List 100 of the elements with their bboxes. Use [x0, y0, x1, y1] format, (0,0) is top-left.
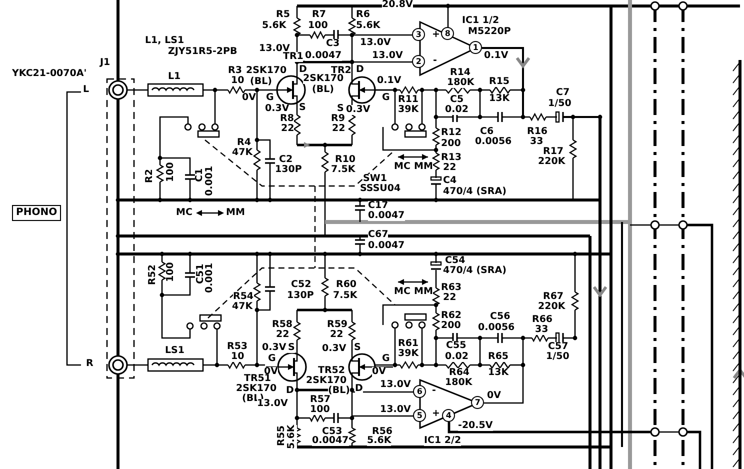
component-value: 100 — [308, 21, 328, 31]
terminal-letter: G — [266, 93, 274, 103]
voltage-reading: -20.5V — [458, 421, 493, 431]
component-reference: TR1 — [283, 52, 304, 62]
component-value: 2SK170 — [303, 74, 344, 84]
component-value: 0.02 — [445, 105, 468, 115]
component-reference: LS1 — [165, 346, 185, 356]
component-reference: J1 — [100, 58, 110, 68]
component-reference: R9 — [331, 114, 345, 124]
component-reference: R15 — [489, 77, 510, 87]
polarity-sign: + — [432, 409, 440, 419]
component-value: 0.0047 — [368, 211, 405, 221]
component-value: 47K — [232, 302, 253, 312]
pin-number: 5 — [413, 409, 426, 422]
component-reference: R54 — [233, 292, 254, 302]
component-value: 180K — [447, 78, 474, 88]
voltage-reading: 0.1V — [484, 51, 508, 61]
component-reference: C56 — [490, 312, 510, 322]
component-reference: R57 — [310, 395, 331, 405]
terminal-letter: D — [299, 65, 307, 75]
component-reference: R56 — [372, 427, 393, 437]
component-value: 5.6K — [356, 21, 380, 31]
component-value: (BL) — [250, 77, 272, 87]
component-value: 470/4 (SRA) — [443, 266, 506, 276]
component-value: 5.6K — [262, 21, 286, 31]
component-value: ZJY51R5-2PB — [168, 47, 238, 57]
voltage-reading: 0.1V — [377, 76, 402, 86]
component-value: 1/50 — [546, 352, 570, 362]
component-value: 220K — [538, 302, 566, 312]
component-value: SSSU04 — [360, 184, 401, 194]
component-value: 2SK170 — [306, 376, 347, 386]
component-reference: R63 — [441, 283, 462, 293]
component-reference: IC1 1/2 — [462, 16, 500, 26]
terminal-letter: D — [286, 386, 294, 396]
component-value: 0.0047 — [312, 436, 349, 446]
component-value: 10 — [231, 76, 244, 86]
component-value: 5.6K — [287, 424, 297, 449]
component-value: 7.5K — [331, 165, 356, 175]
component-reference: R2 — [145, 169, 155, 183]
component-reference: R58 — [272, 320, 293, 330]
component-value: 200 — [441, 321, 461, 331]
voltage-reading: 0.3V — [322, 344, 346, 354]
component-reference: R5 — [276, 10, 290, 20]
component-reference: R4 — [237, 138, 251, 148]
voltage-reading: 0.3V — [265, 104, 290, 114]
component-value: 22 — [443, 163, 456, 173]
voltage-reading: 0.3V — [262, 343, 286, 353]
component-value: 7.5K — [333, 291, 358, 301]
pin-number: 2 — [412, 55, 426, 68]
component-value: (BL) — [328, 386, 350, 396]
input-label-box: PHONO — [12, 205, 62, 221]
component-reference: C54 — [445, 256, 466, 266]
terminal-letter: D — [356, 65, 364, 75]
component-value: 22 — [443, 293, 456, 303]
component-value: 0.0056 — [475, 137, 512, 147]
component-value: 39K — [398, 349, 419, 359]
component-value: 100 — [166, 162, 176, 182]
voltage-reading: 13.0V — [360, 38, 391, 48]
component-value: 2SK170 — [236, 384, 277, 394]
component-reference: R61 — [398, 339, 419, 349]
component-reference: R65 — [488, 352, 509, 362]
component-value: (BL) — [312, 85, 334, 95]
component-reference: R64 — [449, 368, 470, 378]
component-reference: C6 — [480, 127, 494, 137]
annotation-text: MM — [414, 287, 433, 297]
polarity-sign: - — [432, 386, 436, 396]
annotation-text: MM — [226, 208, 245, 218]
terminal-letter: G — [382, 354, 390, 364]
annotation-text: L — [83, 85, 90, 95]
component-reference: C53 — [322, 427, 342, 437]
annotation-text: MM — [414, 162, 433, 172]
component-reference: C52 — [291, 280, 312, 290]
component-value: 22 — [281, 124, 294, 134]
annotation-text: MC — [394, 162, 410, 172]
component-reference: R59 — [327, 320, 348, 330]
component-value: 33 — [530, 137, 544, 147]
component-value: 470/4 (SRA) — [443, 187, 506, 197]
component-value: 47K — [232, 148, 253, 158]
polarity-sign: - — [433, 56, 437, 66]
terminal-letter: S — [337, 104, 344, 114]
pin-number: 6 — [413, 385, 426, 398]
voltage-reading: 20.8V — [382, 0, 413, 10]
component-value: 1/50 — [548, 99, 572, 109]
terminal-letter: S — [299, 103, 306, 113]
component-value: 100 — [166, 262, 176, 282]
component-value: 2SK170 — [246, 66, 287, 76]
component-reference: C17 — [368, 201, 388, 211]
component-reference: C2 — [279, 155, 293, 165]
component-value: 200 — [441, 139, 461, 149]
component-reference: R10 — [335, 155, 356, 165]
pin-number: 1 — [469, 41, 482, 54]
component-value: 22 — [276, 330, 290, 340]
voltage-reading: 0.3V — [346, 105, 370, 115]
annotation-text: MC — [176, 208, 192, 218]
component-value: 0.0056 — [478, 323, 515, 333]
voltage-reading: 13.0V — [380, 405, 411, 415]
component-reference: R53 — [227, 342, 248, 352]
component-reference: R17 — [543, 147, 564, 157]
pin-number: 4 — [442, 409, 456, 422]
component-value: 22 — [332, 124, 346, 134]
